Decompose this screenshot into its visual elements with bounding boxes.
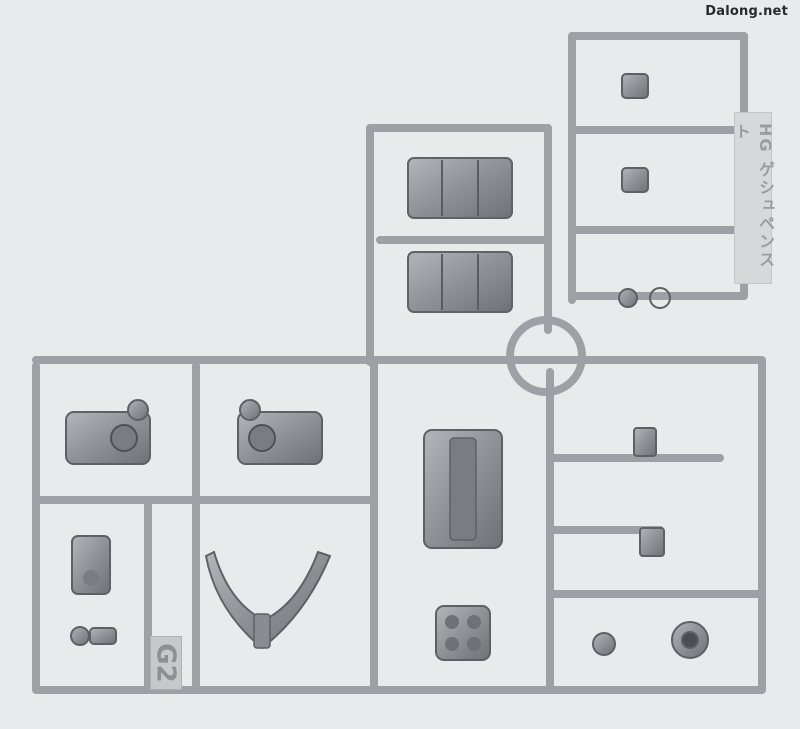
connector-part xyxy=(70,626,117,646)
watermark: Dalong.net xyxy=(705,4,788,19)
torso-part xyxy=(423,429,503,549)
sprue-letter-text: G2 xyxy=(151,643,181,683)
sprue-tag: HG ゲシュペンスト xyxy=(732,112,775,284)
small-armor-part xyxy=(71,535,111,595)
collar-part xyxy=(204,550,332,650)
armor-part-lower xyxy=(407,251,513,313)
sprue-frame xyxy=(32,32,766,694)
sprue-ring xyxy=(506,316,586,396)
joint-parts xyxy=(592,73,709,659)
armor-part-upper xyxy=(407,157,513,219)
shoulder-part-left xyxy=(65,399,151,465)
shoulder-part-right xyxy=(237,399,323,465)
sprue-tag-text: HG ゲシュペンスト xyxy=(732,123,775,270)
quad-connector-part xyxy=(435,605,491,661)
sprue-letter: G2 xyxy=(150,636,182,690)
